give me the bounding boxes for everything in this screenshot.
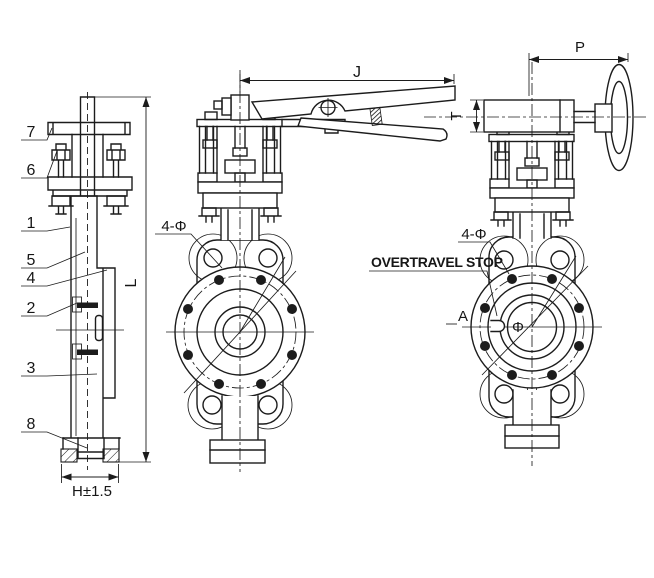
dim-H-extensions xyxy=(61,464,119,483)
dim-T-label: T xyxy=(448,111,465,120)
callout-2: 2 xyxy=(27,300,36,317)
lever-handle xyxy=(250,85,456,120)
yoke-assembly xyxy=(196,111,283,223)
callout-6: 6 xyxy=(27,162,36,179)
left-view-section: L H±1.5 7 6 1 5 4 2 3 8 xyxy=(21,92,151,500)
front-view: J 4-Φ xyxy=(155,64,456,472)
seat-ring-lower xyxy=(77,349,98,355)
bracket-plates xyxy=(47,176,133,197)
dim-H-label: H±1.5 xyxy=(72,483,112,500)
overtravel-label: OVERTRAVEL STOP xyxy=(371,254,503,270)
overtravel-leader xyxy=(369,270,498,317)
handwheel-hub xyxy=(594,103,613,133)
handle-spring xyxy=(369,106,383,127)
front-bolt-holes-label: 4-Φ xyxy=(161,218,186,235)
section-a-label: A xyxy=(458,308,468,325)
disc-position-lines-right xyxy=(481,255,589,376)
bottom-flange-item8 xyxy=(60,437,120,463)
bolt-holes xyxy=(183,275,297,389)
right-bolt-label-leader xyxy=(458,241,510,275)
callout-8: 8 xyxy=(27,416,36,433)
yoke-assembly-right xyxy=(488,126,575,227)
callout-leader-lines xyxy=(21,127,108,449)
body-profile xyxy=(62,195,121,439)
hatched-bush-left xyxy=(60,448,78,463)
callout-7: 7 xyxy=(27,124,36,141)
corner-lug-holes xyxy=(202,248,278,415)
front-bolt-label-leader xyxy=(155,233,223,269)
right-stud-assembly xyxy=(103,143,129,215)
right-view: T P 4-Φ OVERTRAVEL STOP A Φ xyxy=(369,39,646,466)
dim-P-label: P xyxy=(575,39,585,56)
head-knob xyxy=(213,100,223,110)
dim-L-label: L xyxy=(123,278,140,287)
right-bolt-holes-label: 4-Φ xyxy=(461,226,486,243)
left-stud-assembly xyxy=(48,143,74,215)
bottom-flange xyxy=(209,439,266,464)
bracket-sides xyxy=(71,133,104,178)
callout-4: 4 xyxy=(27,270,36,287)
callout-1: 1 xyxy=(27,215,36,232)
bore-phi-label: Φ xyxy=(512,319,524,336)
hatched-bush-right xyxy=(102,448,120,463)
pivot-cross xyxy=(318,98,338,117)
bottom-neck-right xyxy=(512,389,552,426)
callout-3: 3 xyxy=(27,360,36,377)
neck xyxy=(220,207,260,241)
callout-5: 5 xyxy=(27,252,36,269)
gearbox xyxy=(483,99,575,133)
disc-edge-section xyxy=(94,314,104,342)
input-shaft xyxy=(573,110,596,124)
lock-lever xyxy=(297,117,448,142)
neck-right xyxy=(512,211,552,239)
seat-retainer-lower xyxy=(72,343,82,360)
overtravel-stop-notch xyxy=(490,319,506,333)
dim-J-label: J xyxy=(353,64,361,81)
mounting-plate-right xyxy=(488,133,575,143)
bolt-holes-right xyxy=(480,274,584,380)
stem-head-side xyxy=(221,97,232,116)
top-bar-item7 xyxy=(47,121,131,136)
bottom-neck xyxy=(221,395,259,441)
